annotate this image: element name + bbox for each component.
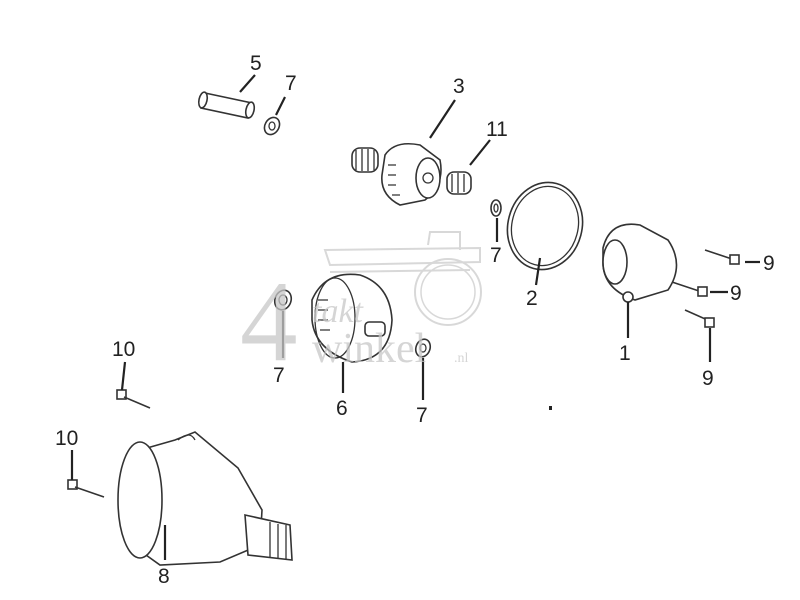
starter-motor-part[interactable] (117, 431, 293, 566)
washer-part[interactable] (261, 115, 282, 138)
callout-9[interactable]: 9 (730, 282, 742, 305)
watermark-line1: takt (312, 293, 365, 330)
watermark-logo: 4 takt winkel .nl (240, 258, 469, 385)
watermark-digit: 4 (240, 258, 298, 385)
callout-10[interactable]: 10 (55, 427, 78, 450)
callout-7[interactable]: 7 (416, 404, 428, 427)
bolt-part[interactable] (671, 281, 708, 297)
callout-1[interactable]: 1 (619, 342, 631, 365)
needle-bearing-part[interactable] (446, 171, 472, 195)
callout-7[interactable]: 7 (273, 364, 285, 387)
watermark-motorcycle-outline (323, 231, 482, 326)
leader-lines (70, 74, 760, 560)
callout-8[interactable]: 8 (158, 565, 170, 588)
watermark-line2: winkel (312, 326, 426, 372)
callout-10[interactable]: 10 (112, 338, 135, 361)
callout-3[interactable]: 3 (453, 75, 465, 98)
starter-cover-part[interactable] (602, 223, 678, 303)
washer-part[interactable] (272, 288, 294, 312)
o-ring-part[interactable] (498, 174, 592, 278)
stray-dot (549, 406, 552, 410)
callout-7[interactable]: 7 (285, 72, 297, 95)
callout-9[interactable]: 9 (702, 367, 714, 390)
bolt-part[interactable] (116, 389, 151, 409)
callout-9[interactable]: 9 (763, 252, 775, 275)
bolt-part[interactable] (67, 479, 105, 498)
starter-clutch-part[interactable] (311, 273, 393, 363)
callout-7[interactable]: 7 (490, 244, 502, 267)
starter-gear-part[interactable] (351, 142, 442, 206)
washer-part[interactable] (413, 337, 432, 359)
pin-part[interactable] (197, 91, 256, 119)
watermark-suffix: .nl (454, 351, 469, 366)
callout-5[interactable]: 5 (250, 52, 262, 75)
bolt-part[interactable] (684, 309, 715, 328)
callout-11[interactable]: 11 (486, 118, 508, 141)
bolt-part[interactable] (704, 249, 740, 265)
callout-2[interactable]: 2 (526, 287, 538, 310)
callout-6[interactable]: 6 (336, 397, 348, 420)
washer-part[interactable] (490, 199, 502, 217)
